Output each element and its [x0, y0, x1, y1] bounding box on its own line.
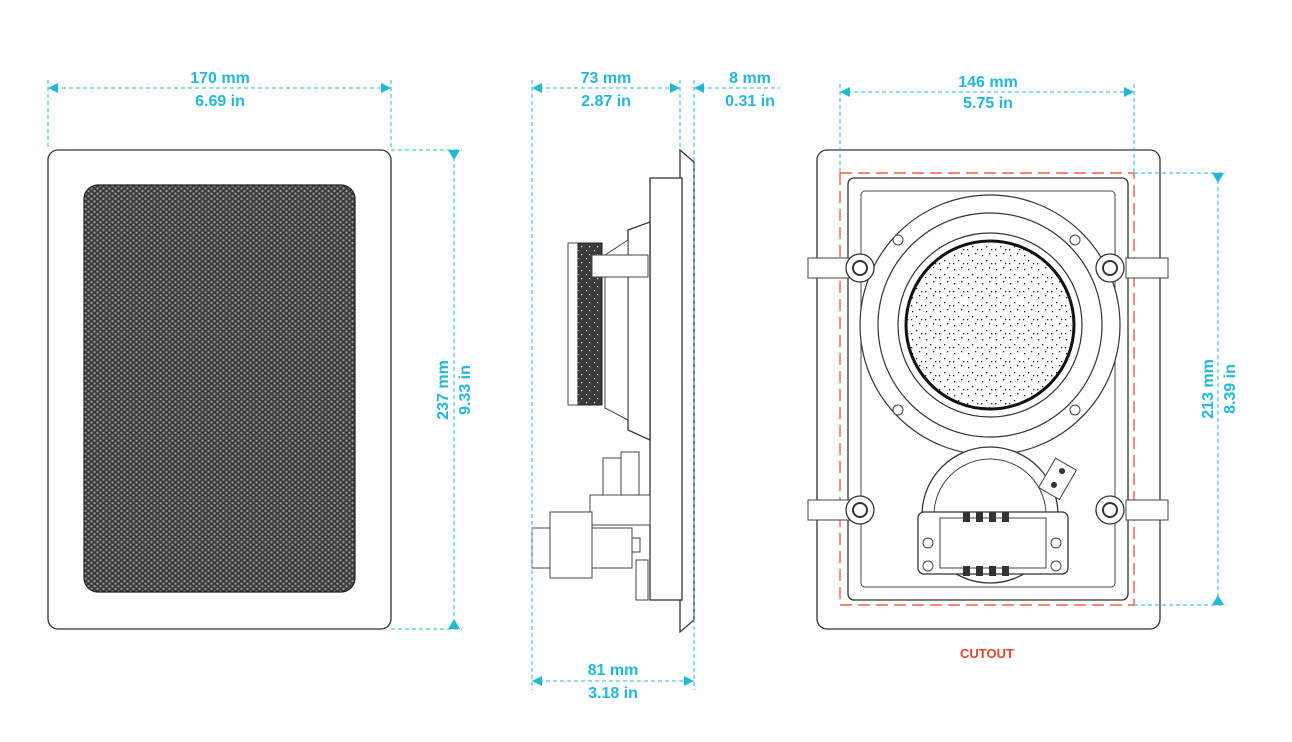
front-grille — [83, 184, 356, 593]
screw-icon — [1069, 404, 1081, 416]
front-width-in: 6.69 in — [195, 93, 245, 110]
cutout-height-mm: 213 mm — [1200, 359, 1217, 419]
woofer-cone — [904, 239, 1076, 411]
terminal-block — [917, 511, 1069, 576]
side-woofer-cone — [604, 239, 629, 421]
side-flange-in: 0.31 in — [725, 93, 775, 110]
screw-icon — [892, 404, 904, 416]
connector — [1037, 457, 1078, 501]
back-view: 146 mm 5.75 in 213 mm 8.39 in CUTOUT — [807, 74, 1239, 661]
cutout-width-in: 5.75 in — [963, 95, 1013, 112]
clamp-bottom-right — [1095, 495, 1169, 525]
side-view: 73 mm 2.87 in 8 mm 0.31 in 81 mm 3.18 in — [531, 70, 780, 702]
clamp-top-left — [807, 253, 875, 283]
cutout-width-mm: 146 mm — [958, 74, 1018, 91]
cutout-label: CUTOUT — [960, 646, 1014, 661]
cutout-height-in: 8.39 in — [1222, 364, 1239, 414]
clamp-top-right — [1095, 253, 1169, 283]
side-total-in: 3.18 in — [588, 685, 638, 702]
clamp-bottom-left — [807, 495, 875, 525]
side-depth-in: 2.87 in — [581, 93, 631, 110]
cutout-outline — [839, 172, 1135, 606]
screw-icon — [892, 234, 904, 246]
side-tweeter-mount — [602, 457, 622, 499]
screw-icon — [1069, 234, 1081, 246]
side-magnet — [567, 242, 579, 406]
front-height-in: 9.33 in — [457, 365, 474, 415]
side-flange-mm: 8 mm — [729, 70, 771, 87]
front-view: 170 mm 6.69 in 237 mm 9.33 in — [47, 70, 474, 630]
front-height-mm: 237 mm — [435, 360, 452, 420]
front-width-mm: 170 mm — [190, 70, 250, 87]
side-baffle — [649, 177, 683, 601]
side-depth-mm: 73 mm — [581, 70, 632, 87]
side-total-mm: 81 mm — [588, 662, 639, 679]
